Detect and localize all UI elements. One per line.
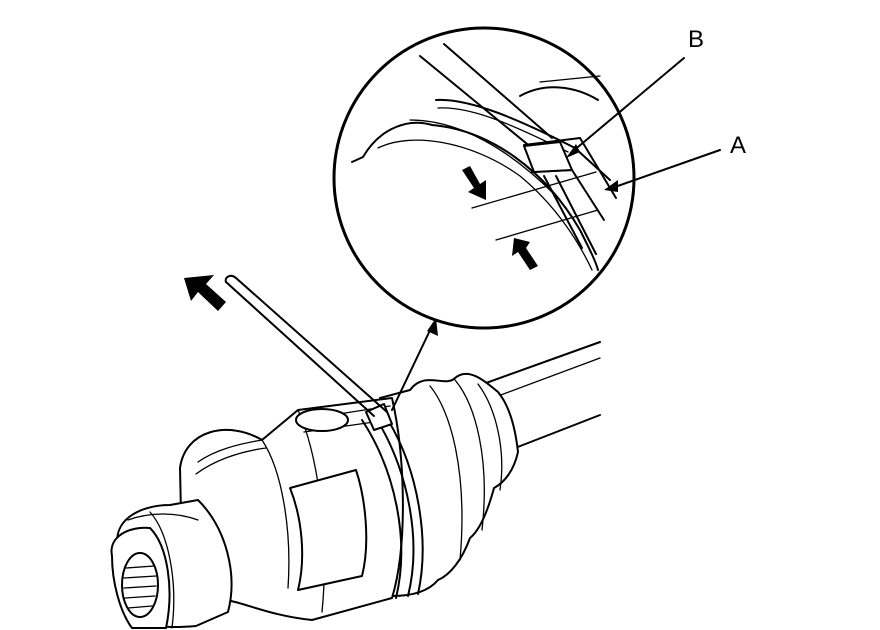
stub-shaft	[110, 499, 233, 629]
axle-shaft	[485, 341, 601, 451]
callout-a-label: A	[730, 132, 747, 159]
gap-arrow-bottom-icon	[512, 238, 538, 270]
removal-direction-arrow-icon	[184, 275, 226, 311]
tool-shaft	[224, 274, 388, 417]
spline-teeth	[123, 565, 157, 609]
gap-arrow-top-icon	[462, 166, 486, 200]
boot-bellows	[379, 372, 519, 597]
callout-b-label: B	[688, 26, 705, 53]
detail-view	[332, 26, 721, 330]
detail-leader	[391, 318, 438, 411]
boot-band	[361, 403, 424, 599]
joint-housing	[179, 397, 404, 621]
